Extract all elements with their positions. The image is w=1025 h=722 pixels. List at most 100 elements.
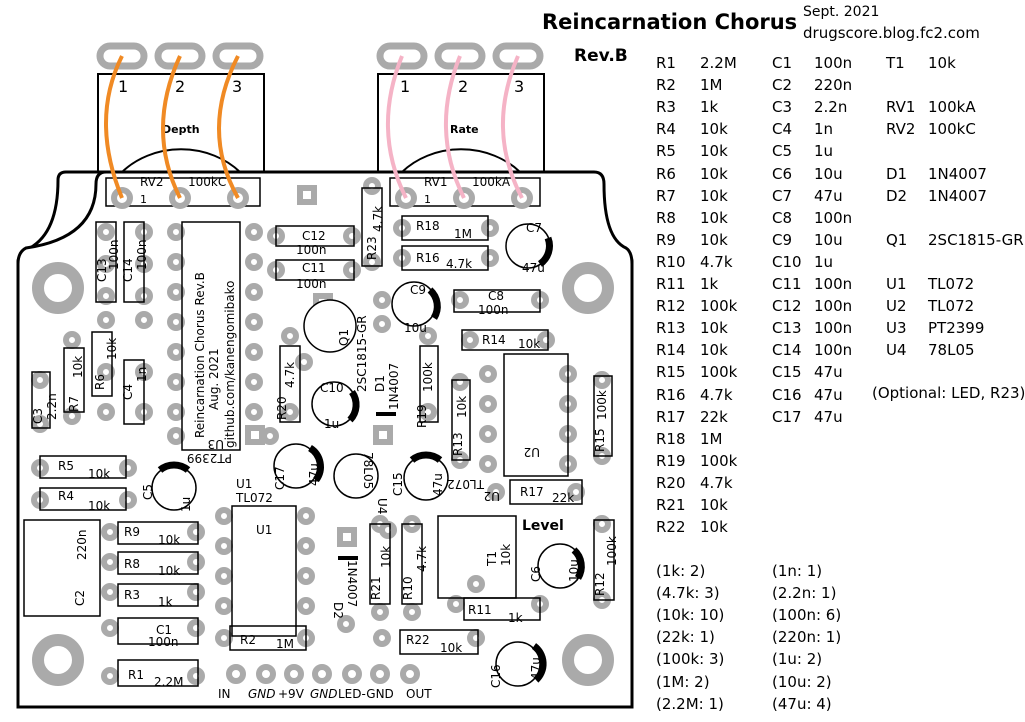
resistor-ref-label: R13 xyxy=(451,432,465,456)
resistor-value-label: 2.2M xyxy=(154,675,183,689)
capacitor-value-label: 10u xyxy=(404,321,427,335)
bom-resistor-value: 10k xyxy=(700,496,728,514)
bom-resistor-ref: R21 xyxy=(656,496,686,514)
revision-label: Rev.B xyxy=(574,46,628,66)
bom-resistor-value: 10k xyxy=(700,518,728,537)
capacitor-value-label: 1u xyxy=(324,417,339,431)
bom-resistor-value: 100k xyxy=(700,363,738,382)
mounting-holes xyxy=(32,262,614,686)
bom-part-ref: D2 xyxy=(886,186,908,205)
depth-pot-wires xyxy=(104,55,240,199)
resistor-ref-label: R5 xyxy=(58,459,74,473)
bom-capacitor-ref: C14 xyxy=(772,341,802,360)
bom-resistor-ref: R18 xyxy=(656,429,686,448)
capacitor-value-label: 10u xyxy=(567,559,581,582)
bom-resistor-ref: R9 xyxy=(656,230,676,249)
bom-resistor-value: 10k xyxy=(700,208,728,227)
resistor-ref-label: R15 xyxy=(593,428,607,452)
site-label: drugscore.blog.fc2.com xyxy=(803,24,980,42)
bom-capacitor-ref: C3 xyxy=(772,98,793,117)
bom-capacitor-counts: (1n: 1)(2.2n: 1)(100n: 6)(220n: 1)(1u: 2… xyxy=(772,562,882,722)
d1-ref-label: D1 xyxy=(373,375,387,392)
svg-text:1: 1 xyxy=(424,193,431,206)
bom-capacitor-ref: C13 xyxy=(772,319,802,338)
u4-part-label: 78L05 xyxy=(361,452,375,489)
bom-capacitor-value: 100n xyxy=(814,208,853,227)
rv2-pin1-label: 1 xyxy=(118,77,128,96)
bom-capacitor-ref: C12 xyxy=(772,297,802,316)
component-outlines xyxy=(23,187,615,687)
capacitor-ref-label: C14 xyxy=(121,258,135,282)
d2-part-label: 1N4007 xyxy=(345,560,359,607)
bom-capacitor-ref: C15 xyxy=(772,363,802,382)
pad-label-gnd1: GND xyxy=(248,687,276,701)
bom-capacitor-ref: C2 xyxy=(772,76,793,95)
bom-resistor-ref: R6 xyxy=(656,164,676,183)
rv2-pin3-label: 3 xyxy=(232,77,242,96)
resistor-value-label: 1k xyxy=(158,595,173,609)
u1-inner-label: U1 xyxy=(256,523,272,537)
resistor-ref-label: R17 xyxy=(520,485,544,499)
bom-capacitor-ref: C7 xyxy=(772,186,793,205)
capacitor-value-label: 47u xyxy=(431,473,445,496)
bom-part-ref: T1 xyxy=(886,54,905,72)
bom-part-value: 1N4007 xyxy=(928,164,987,183)
capacitor-ref-label: C11 xyxy=(302,261,326,275)
capacitor-count-item: (1u: 2) xyxy=(772,650,823,669)
pad-label-in: IN xyxy=(218,687,231,701)
resistor-value-label: 10k xyxy=(379,546,393,568)
bom-capacitor-value: 100n xyxy=(814,297,853,316)
d1-part-label: 1N4007 xyxy=(387,363,401,410)
bom-part-value: TL072 xyxy=(928,297,975,316)
bom-resistor-ref: R16 xyxy=(656,385,686,404)
capacitor-value-label: 1u xyxy=(179,497,193,512)
resistor-ref-label: R6 xyxy=(93,374,107,390)
capacitor-count-item: (10u: 2) xyxy=(772,672,832,691)
u3-part-label: PT2399 xyxy=(187,451,232,465)
bom-part-value: TL072 xyxy=(928,275,975,293)
capacitor-value-label: 100n xyxy=(296,277,327,291)
resistor-ref-label: R16 xyxy=(416,251,440,265)
u2-part-label: TL072 xyxy=(447,477,485,491)
bom-resistor-ref: R7 xyxy=(656,186,676,205)
resistor-count-item: (2.2M: 1) xyxy=(656,694,724,713)
bom-resistor-value: 1M xyxy=(700,76,723,95)
capacitor-count-item: (2.2n: 1) xyxy=(772,584,837,603)
bom-capacitor-ref: C4 xyxy=(772,120,793,139)
resistor-value-label: 10k xyxy=(158,564,180,578)
bom-resistor-value: 10k xyxy=(700,142,728,161)
t1-ref-label: T1 xyxy=(485,551,499,567)
bom-resistor-value: 1M xyxy=(700,429,723,448)
pad-label-9v: +9V xyxy=(278,687,305,701)
resistor-value-label: 1k xyxy=(508,611,523,625)
bom-capacitor-value: 10u xyxy=(814,230,843,249)
resistor-ref-label: R7 xyxy=(67,396,81,412)
bom-part-value: 100kC xyxy=(928,120,976,139)
bom-capacitor-value: 1n xyxy=(814,120,834,139)
u3-ref-label: U3 xyxy=(208,437,224,451)
bom-capacitor-value: 220n xyxy=(814,76,853,95)
bom-capacitor-ref: C10 xyxy=(772,252,802,271)
resistor-count-item: (10k: 10) xyxy=(656,606,725,625)
u2-ref-label: U2 xyxy=(484,489,500,503)
resistor-value-label: 4.7k xyxy=(283,362,297,388)
pad-label-out: OUT xyxy=(406,687,432,701)
resistor-value-label: 10k xyxy=(455,396,469,418)
rv1-pin1-label: 1 xyxy=(400,77,410,96)
bom-resistor-ref: R5 xyxy=(656,142,676,161)
date-label: Sept. 2021 xyxy=(803,4,880,20)
capacitor-value-label: 220n xyxy=(75,529,89,560)
bom-resistor-ref: R19 xyxy=(656,451,686,470)
svg-text:RV2: RV2 xyxy=(140,175,164,189)
resistor-count-item: (100k: 3) xyxy=(656,650,725,669)
u1-ref-label: U1 xyxy=(236,477,252,491)
svg-text:1: 1 xyxy=(140,193,147,206)
resistor-value-label: 100k xyxy=(595,390,609,420)
capacitor-value-label: 100n xyxy=(296,243,327,257)
q1-part-label: 2SC1815-GR xyxy=(355,315,369,392)
capacitor-ref-label: C3 xyxy=(31,408,45,424)
bom-capacitor-value: 47u xyxy=(814,407,843,426)
bom-capacitor-ref: C5 xyxy=(772,142,793,161)
